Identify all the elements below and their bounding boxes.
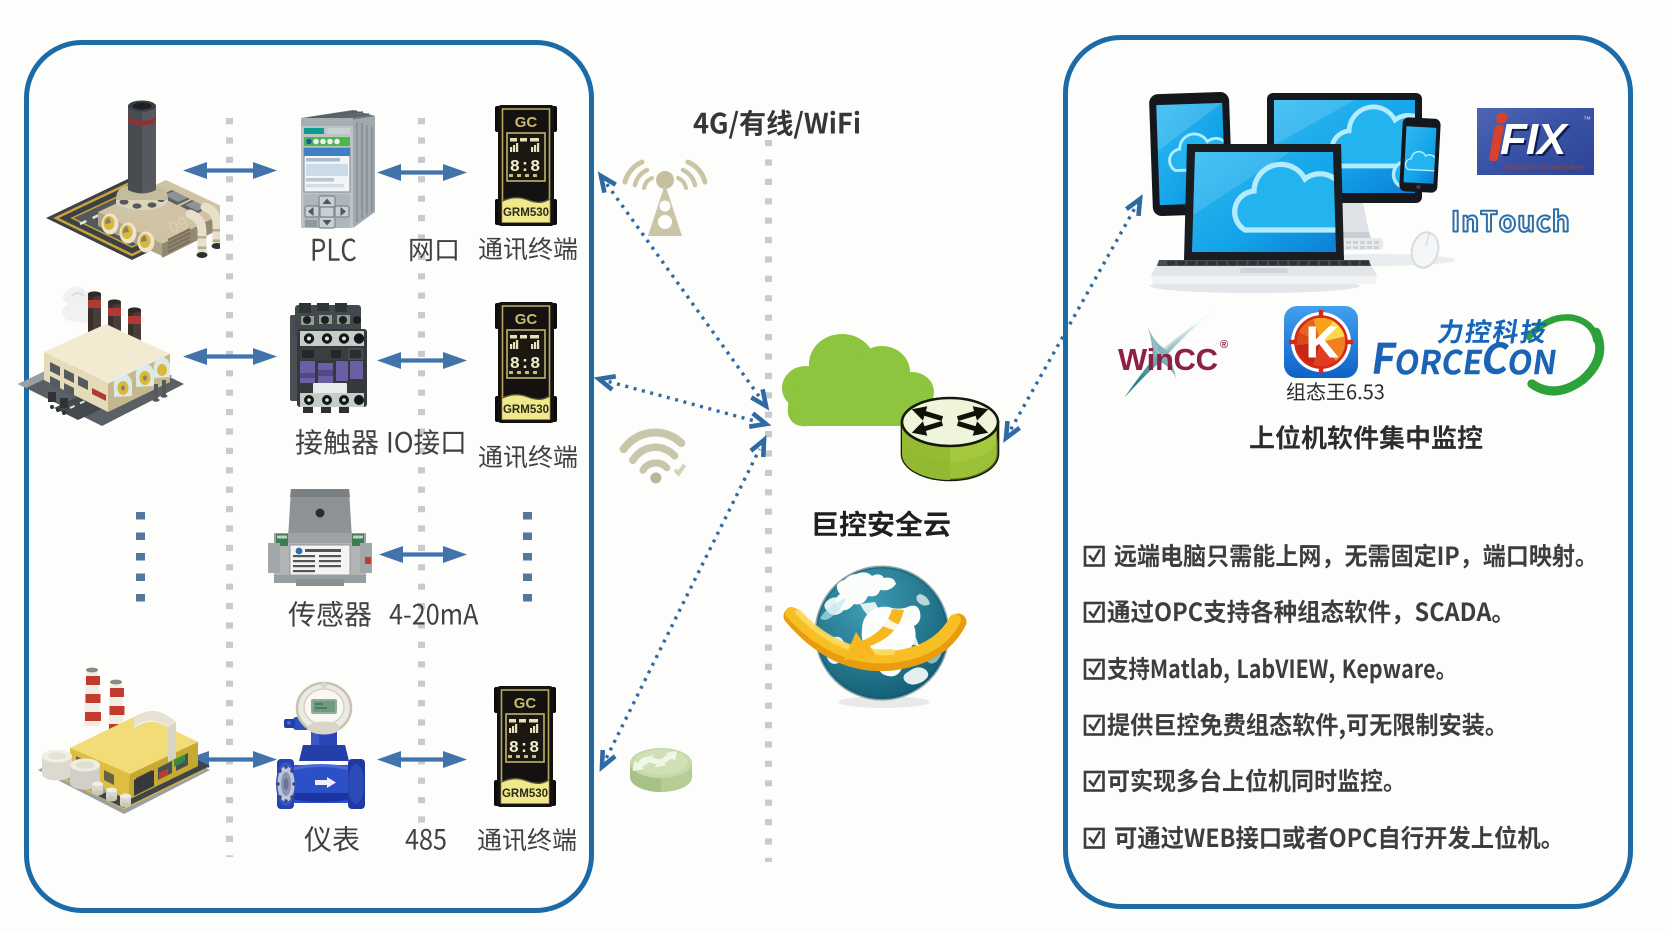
svg-text:FIX: FIX <box>1500 115 1569 164</box>
svg-text:GRM530: GRM530 <box>503 207 549 219</box>
svg-text:™: ™ <box>1583 115 1591 124</box>
svg-text:®: ® <box>1220 339 1228 351</box>
svg-text:8:8: 8:8 <box>510 355 541 374</box>
svg-text:GRM530: GRM530 <box>502 788 548 800</box>
svg-text:HMI&SCADA Automation Software: HMI&SCADA Automation Software <box>1504 164 1584 171</box>
svg-text:GC: GC <box>515 311 538 328</box>
svg-text:GRM530: GRM530 <box>503 404 549 416</box>
svg-text:WinCC: WinCC <box>1118 342 1218 377</box>
svg-text:K: K <box>1306 318 1338 367</box>
svg-text:8:8: 8:8 <box>510 158 541 177</box>
svg-text:GC: GC <box>514 695 537 712</box>
svg-text:GC: GC <box>515 114 538 131</box>
svg-text:FIX: FIX <box>1502 117 1571 166</box>
svg-text:8:8: 8:8 <box>509 739 540 758</box>
